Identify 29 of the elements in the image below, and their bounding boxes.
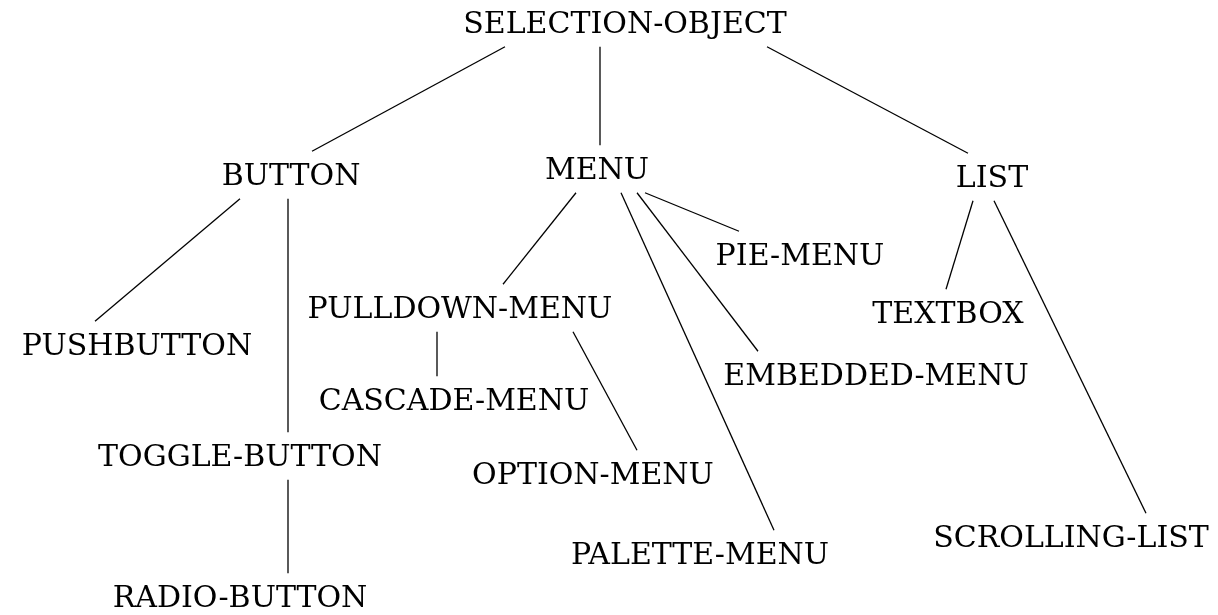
class-name: OPTION-MENU <box>472 458 714 490</box>
class-name: PULLDOWN-MENU <box>307 292 613 324</box>
connector-line <box>636 192 759 352</box>
class-name: PUSHBUTTON <box>21 329 253 361</box>
class-name: LIST <box>955 161 1029 193</box>
class-name: PIE-MENU <box>715 239 885 271</box>
connector-line <box>502 192 577 285</box>
connector-line <box>311 46 506 152</box>
connector-line <box>644 192 740 232</box>
connector-line <box>287 479 289 574</box>
class-name: PALETTE-MENU <box>570 538 830 570</box>
connector-line <box>287 198 289 433</box>
class-name: CASCADE-MENU <box>318 384 590 416</box>
class-name: SCROLLING-LIST <box>933 521 1209 553</box>
class-name: BUTTON <box>221 159 361 191</box>
class-name: TOGGLE-BUTTON <box>98 440 382 472</box>
connector-line <box>993 200 1147 514</box>
connector-line <box>436 331 438 377</box>
connector-line <box>620 192 775 531</box>
class-name: SELECTION-OBJECT <box>463 7 787 39</box>
connector-line <box>766 46 969 154</box>
class-name: MENU <box>544 153 650 185</box>
connector-line <box>572 331 638 451</box>
class-name: EMBEDDED-MENU <box>723 359 1029 391</box>
connector-line <box>945 200 974 290</box>
class-name: TEXTBOX <box>872 297 1024 329</box>
connector-line <box>599 46 601 146</box>
class-name: RADIO-BUTTON <box>112 581 368 613</box>
connector-line <box>94 198 241 322</box>
